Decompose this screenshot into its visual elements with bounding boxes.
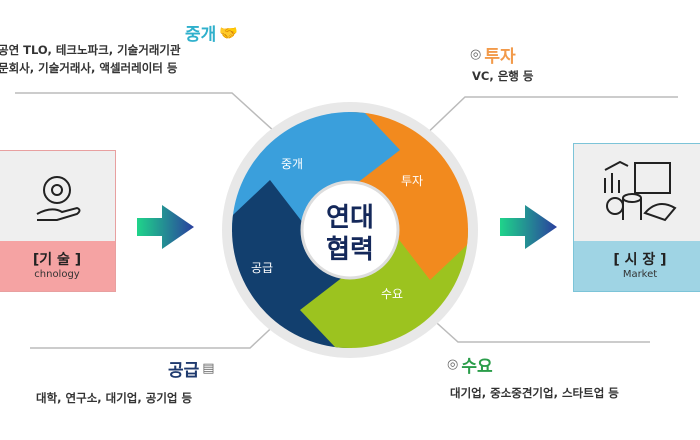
handshake-icon: 🤝 <box>219 23 238 42</box>
callout-supply-line1: 대학, 연구소, 대기업, 공기업 등 <box>36 391 193 405</box>
callout-brokerage-line2: 문회사, 기술거래사, 액셀러레이터 등 <box>0 61 178 75</box>
center-circle <box>300 180 400 280</box>
callout-investment-line1: VC, 은행 등 <box>472 69 534 83</box>
segment-label-investment: 투자 <box>401 174 423 188</box>
segment-label-demand: 수요 <box>381 287 403 301</box>
market-box: [ 시 장 ] Market <box>573 143 700 292</box>
center-line2: 협력 <box>326 235 374 265</box>
segment-label-brokerage: 중개 <box>281 157 303 171</box>
technology-subtitle: chnology <box>34 269 80 280</box>
arrowhead-investment <box>390 228 468 280</box>
callout-investment-title: ◎ 투자 <box>470 47 516 67</box>
arrowhead-supply <box>232 180 310 232</box>
arrowhead-brokerage <box>348 112 400 190</box>
document-hand-icon: ▤ <box>202 361 215 376</box>
market-title: [ 시 장 ] <box>613 252 667 268</box>
callout-brokerage-line1: 공연 TLO, 테크노파크, 기술거래기관 <box>0 43 181 57</box>
money-hand-icon: ◎ <box>470 47 482 62</box>
arrow-right-icon <box>137 205 194 249</box>
technology-title: [기 술 ] <box>32 252 82 268</box>
arrowhead-demand <box>300 270 352 348</box>
callout-brokerage-title: 중개 🤝 <box>185 23 238 46</box>
gear-hand-icon <box>0 151 115 241</box>
market-handshake-icon <box>574 144 700 241</box>
callout-demand-line1: 대기업, 중소중견기업, 스타트업 등 <box>450 386 619 400</box>
segment-label-supply: 공급 <box>251 261 273 275</box>
technology-box: [기 술 ] chnology <box>0 150 116 292</box>
money-hand-icon: ◎ <box>447 357 459 372</box>
callout-supply-title: 공급 ▤ <box>168 361 215 381</box>
center-line1: 연대 <box>326 203 374 233</box>
connector-demand <box>427 314 650 343</box>
market-subtitle: Market <box>622 269 658 280</box>
callout-demand-title: ◎ 수요 <box>447 357 493 377</box>
arrow-right-icon <box>500 205 557 249</box>
connector-brokerage <box>15 92 276 133</box>
cooperation-cycle: 연대 협력 중개 투자 수요 공급 <box>222 102 478 358</box>
connector-investment <box>419 96 678 141</box>
